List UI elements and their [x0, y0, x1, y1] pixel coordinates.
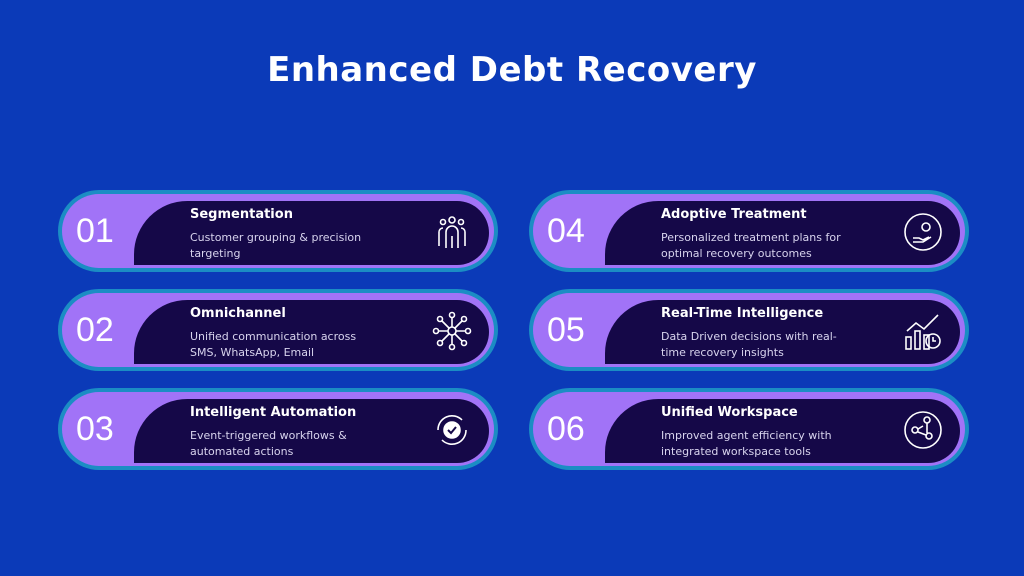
feature-card: 05 Real-Time Intelligence Data Driven de…: [529, 289, 969, 371]
page-title: Enhanced Debt Recovery: [267, 50, 757, 90]
card-panel: [134, 399, 489, 463]
hand-gear-icon: [903, 212, 943, 252]
network-hub-icon: [432, 311, 472, 351]
card-title: Real-Time Intelligence: [661, 306, 824, 321]
card-description: Unified communication across SMS, WhatsA…: [190, 330, 357, 359]
connected-users-icon: [903, 410, 943, 450]
card-panel: [134, 201, 489, 265]
card-title: Intelligent Automation: [190, 405, 357, 420]
card-title: Segmentation: [190, 207, 293, 222]
card-description: Data Driven decisions with real-time rec…: [661, 330, 837, 359]
card-panel: [605, 399, 960, 463]
card-title: Omnichannel: [190, 306, 286, 321]
feature-card: 06 Unified Workspace Improved agent effi…: [529, 388, 969, 470]
gear-check-cycle-icon: [432, 410, 472, 450]
chart-clock-icon: [903, 311, 943, 351]
card-title: Unified Workspace: [661, 405, 798, 420]
card-inner: 03 Intelligent Automation Event-triggere…: [62, 392, 494, 466]
card-inner: 02 Omnichannel Unified communication acr…: [62, 293, 494, 367]
card-number: 05: [547, 310, 585, 349]
card-number: 04: [547, 211, 585, 250]
card-number: 03: [76, 409, 114, 448]
card-number: 06: [547, 409, 585, 448]
feature-card: 04 Adoptive Treatment Personalized treat…: [529, 190, 969, 272]
card-inner: 05 Real-Time Intelligence Data Driven de…: [533, 293, 965, 367]
card-number: 01: [76, 211, 114, 250]
card-description: Improved agent efficiency with integrate…: [661, 429, 832, 458]
feature-card: 02 Omnichannel Unified communication acr…: [58, 289, 498, 371]
feature-card: 01 Segmentation Customer grouping & prec…: [58, 190, 498, 272]
card-panel: [605, 300, 960, 364]
card-inner: 01 Segmentation Customer grouping & prec…: [62, 194, 494, 268]
card-title: Adoptive Treatment: [661, 207, 807, 222]
card-inner: 06 Unified Workspace Improved agent effi…: [533, 392, 965, 466]
people-group-icon: [432, 212, 472, 252]
card-description: Customer grouping & precision targeting: [190, 231, 362, 260]
card-inner: 04 Adoptive Treatment Personalized treat…: [533, 194, 965, 268]
card-description: Personalized treatment plans for optimal…: [661, 231, 841, 260]
card-panel: [605, 201, 960, 265]
card-description: Event-triggered workflows & automated ac…: [190, 429, 347, 458]
card-panel: [134, 300, 489, 364]
card-number: 02: [76, 310, 114, 349]
feature-card: 03 Intelligent Automation Event-triggere…: [58, 388, 498, 470]
